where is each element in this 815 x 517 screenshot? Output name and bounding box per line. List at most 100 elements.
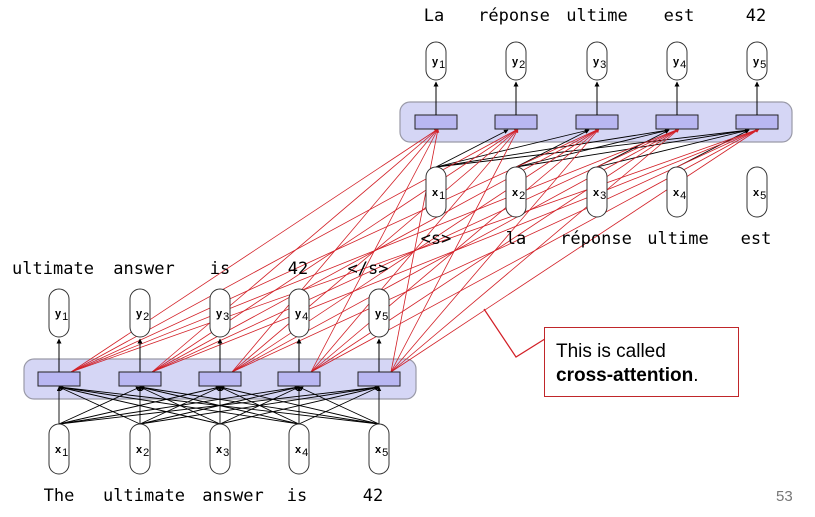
callout-suffix: .: [693, 365, 699, 386]
decoder-input-node: [586, 166, 608, 218]
decoder-output-node: [505, 41, 527, 81]
encoder-input-word: The: [43, 486, 75, 506]
encoder-input-word: is: [286, 486, 308, 506]
decoder-output-node-label: y2: [512, 56, 525, 71]
encoder-output-node-label: y1: [55, 308, 68, 323]
decoder-output-word: La: [423, 6, 445, 26]
decoder-input-node: [666, 166, 688, 218]
encoder-input-node-subscript: 4: [302, 447, 308, 459]
encoder-cell: [37, 371, 81, 387]
cross-attention-line: [151, 128, 439, 373]
encoder-cell: [118, 371, 162, 387]
decoder-input-word: ultime: [647, 229, 709, 249]
decoder-input-word: la: [505, 229, 527, 249]
decoder-input-node-subscript: 4: [680, 190, 686, 202]
encoder-output-node-subscript: 3: [223, 311, 229, 323]
encoder-cell: [277, 371, 321, 387]
callout-bold-text: cross-attention: [556, 365, 694, 386]
decoder-input-node: [505, 166, 527, 218]
encoder-input-word: ultimate: [103, 486, 185, 506]
encoder-input-node-label: x1: [55, 444, 68, 459]
decoder-output-node-subscript: 5: [760, 59, 766, 71]
encoder-self-attention-line: [139, 385, 380, 425]
cross-attention-line: [310, 128, 600, 373]
encoder-self-attention-line: [58, 386, 141, 425]
decoder-input-word: réponse: [560, 229, 632, 249]
decoder-input-word: <s>: [420, 229, 452, 249]
encoder-output-word: 42: [287, 259, 309, 279]
decoder-input-node-subscript: 1: [439, 190, 445, 202]
encoder-output-word: answer: [113, 259, 175, 279]
decoder-input-node-label: x4: [673, 187, 686, 202]
decoder-self-attention-line: [676, 129, 750, 168]
encoder-output-node-label: y2: [136, 308, 149, 323]
cross-attention-line: [310, 128, 439, 373]
decoder-input-node-subscript: 3: [600, 190, 606, 202]
encoder-output-word: </s>: [347, 259, 389, 279]
encoder-input-node-subscript: 3: [223, 447, 229, 459]
decoder-output-node-subscript: 3: [600, 59, 606, 71]
encoder-output-node: [48, 288, 70, 338]
decoder-self-attention-line: [435, 129, 509, 168]
decoder-cell: [494, 114, 538, 130]
encoder-output-node-subscript: 5: [382, 311, 388, 323]
encoder-output-node-subscript: 2: [143, 311, 149, 323]
encoder-output-word: ultimate: [12, 259, 94, 279]
encoder-output-node-label: y5: [375, 308, 388, 323]
cross-attention-line: [390, 128, 600, 373]
decoder-output-node-label: y1: [432, 56, 445, 71]
decoder-input-word: est: [740, 229, 772, 249]
encoder-input-node: [48, 423, 70, 475]
decoder-output-node-subscript: 4: [680, 59, 686, 71]
encoder-output-node: [368, 288, 390, 338]
decoder-output-node-subscript: 1: [439, 59, 445, 71]
encoder-output-word: is: [209, 259, 231, 279]
encoder-output-node: [129, 288, 151, 338]
encoder-input-node: [288, 423, 310, 475]
page-number: 53: [776, 488, 793, 505]
cross-attention-line: [231, 128, 439, 373]
decoder-input-node-label: x1: [432, 187, 445, 202]
encoder-input-word: answer: [202, 486, 264, 506]
decoder-output-node-subscript: 2: [519, 59, 525, 71]
encoder-input-node-label: x3: [216, 444, 229, 459]
encoder-input-node-subscript: 5: [382, 447, 388, 459]
encoder-input-node: [129, 423, 151, 475]
encoder-input-node: [368, 423, 390, 475]
decoder-input-node-subscript: 2: [519, 190, 525, 202]
decoder-input-node-subscript: 5: [760, 190, 766, 202]
decoder-cell: [655, 114, 699, 130]
encoder-output-node-label: y3: [216, 308, 229, 323]
decoder-self-attention-line: [515, 129, 590, 168]
decoder-output-node: [586, 41, 608, 81]
decoder-self-attention-line: [515, 128, 670, 168]
encoder-output-node: [288, 288, 310, 338]
decoder-output-node: [666, 41, 688, 81]
encoder-input-node: [209, 423, 231, 475]
decoder-input-node-label: x5: [753, 187, 766, 202]
decoder-output-node-label: y3: [593, 56, 606, 71]
decoder-output-node-label: y5: [753, 56, 766, 71]
decoder-output-node: [425, 41, 447, 81]
encoder-self-attention-line: [298, 386, 380, 425]
decoder-output-word: 42: [745, 6, 767, 26]
cross-attention-line: [390, 128, 680, 373]
callout-pointer: [483, 308, 549, 358]
encoder-self-attention-line: [58, 385, 300, 425]
cross-attention-line: [231, 128, 519, 373]
decoder-output-word: est: [663, 6, 695, 26]
encoder-input-node-label: x2: [136, 444, 149, 459]
decoder-input-node-label: x3: [593, 187, 606, 202]
decoder-self-attention-line: [596, 129, 670, 168]
cross-attention-line: [390, 128, 519, 373]
cross-attention-callout: This is called cross-attention.: [544, 327, 739, 397]
encoder-input-node-label: x5: [375, 444, 388, 459]
cross-attention-line: [390, 128, 440, 373]
encoder-input-word: 42: [362, 486, 384, 506]
decoder-output-node: [746, 41, 768, 81]
encoder-output-node-subscript: 1: [62, 311, 68, 323]
decoder-input-node-label: x2: [512, 187, 525, 202]
decoder-output-word: ultime: [566, 6, 628, 26]
